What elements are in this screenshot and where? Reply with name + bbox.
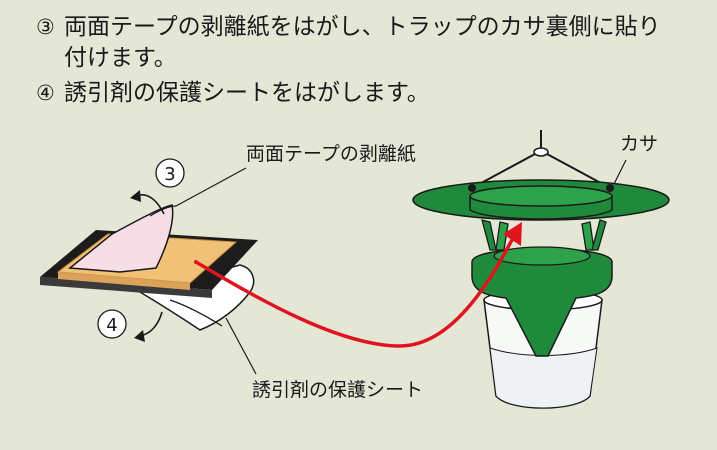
hanger-clip-left [468,184,476,192]
instruction-step-3: ③ 両面テープの剥離紙をはがし、トラップのカサ裏側に貼り付けます。 [36,12,696,74]
strut-right-inner [581,221,595,251]
step-3-marker: 3 [155,158,185,188]
peel-down-arrowhead [134,330,145,342]
hanger-clip-right [606,184,614,192]
hanger-ring [533,147,549,157]
instruction-list: ③ 両面テープの剥離紙をはがし、トラップのカサ裏側に貼り付けます。 ④ 誘引剤の… [36,12,696,113]
protective-sheet-label: 誘引剤の保護シート [252,379,423,401]
step-text: 誘引剤の保護シートをはがします。 [64,80,430,106]
instruction-step-4: ④ 誘引剤の保護シートをはがします。 [36,78,696,109]
trap [412,130,670,409]
step-text: 両面テープの剥離紙をはがし、トラップのカサ裏側に貼り付けます。 [64,14,661,71]
step-number: ③ [36,15,55,39]
release-paper [68,204,174,273]
step-3-label: 3 [164,164,175,185]
umbrella-hub-top [469,185,613,207]
attach-arrow [195,235,516,348]
umbrella-label: カサ [620,133,658,155]
step-4-label: 4 [106,315,117,336]
attractant-package [40,204,258,331]
collection-liquid [489,347,598,409]
step-4-marker: 4 [97,309,127,339]
attach-arrow-origin [194,260,198,264]
attractant-pad-side [58,272,190,290]
release-paper-curl [149,205,177,217]
peel-up-arrowhead [130,190,141,202]
release-paper-label: 両面テープの剥離紙 [246,143,416,165]
strut-right-outer [591,219,607,251]
funnel-opening [493,246,591,266]
protective-sheet-leader [225,317,257,375]
base-board-side [40,277,212,298]
protective-sheet [138,264,255,331]
protective-sheet-fold-line [169,299,223,327]
strut-left-outer [481,219,497,251]
attach-arrowhead [503,222,522,246]
step-number: ④ [36,81,55,105]
release-paper-leader [175,167,247,207]
